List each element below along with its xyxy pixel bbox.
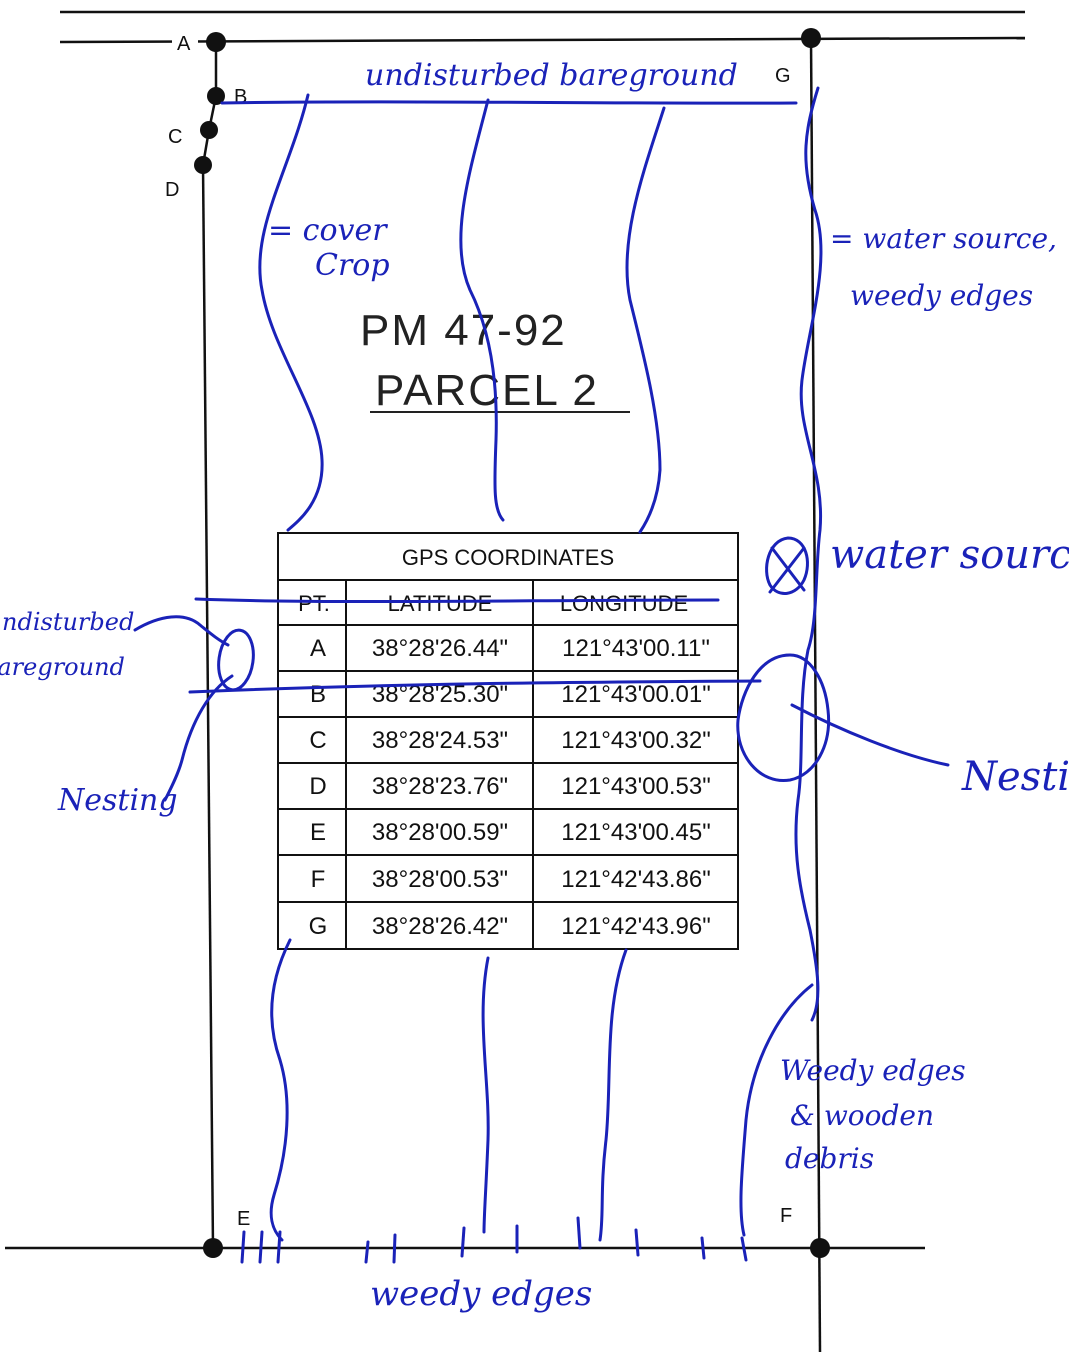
water-edge-line <box>794 86 823 1022</box>
water-source-symbol-circle <box>765 536 809 595</box>
point-b-marker <box>207 87 225 105</box>
row-b-lon: 121°43'00.01" <box>561 681 711 708</box>
nesting-left-arrow <box>163 674 234 802</box>
weed-tick <box>392 1233 397 1264</box>
top-bareground-line <box>220 100 798 105</box>
debris-note-line2: & wooden <box>790 1099 934 1132</box>
cover-crop-row-2 <box>459 98 505 522</box>
row-c-lat: 38°28'24.53" <box>372 727 508 754</box>
header-latitude: LATITUDE <box>388 591 493 616</box>
point-e-label: E <box>237 1208 250 1230</box>
water-edges-note-line2: weedy edges <box>850 279 1033 312</box>
row-g-lon: 121°42'43.96" <box>561 913 711 940</box>
debris-note-line3: debris <box>785 1142 874 1175</box>
row-a-pt: A <box>310 635 326 662</box>
left-bareground-note-line1: ndisturbed <box>2 608 134 636</box>
cover-crop-row-1 <box>258 93 324 532</box>
header-longitude: LONGITUDE <box>560 591 688 616</box>
ink-markings <box>133 86 950 1264</box>
table-row-b-strike <box>188 679 762 694</box>
row-g-pt: G <box>309 913 328 940</box>
row-a-lat: 38°28'26.44" <box>372 635 508 662</box>
water-source-symbol-x <box>768 546 806 594</box>
row-c-pt: C <box>309 727 326 754</box>
nesting-right-arrow <box>790 703 950 767</box>
cover-crop-row-3 <box>625 106 666 534</box>
top-road-line <box>59 36 1026 44</box>
debris-arrow <box>739 983 814 1237</box>
point-d-marker <box>194 156 212 174</box>
row-f-pt: F <box>311 866 326 893</box>
row-b-pt: B <box>310 681 326 708</box>
weed-tick <box>240 1230 246 1264</box>
lower-row-1 <box>269 938 292 1242</box>
nesting-left-note: Nesting <box>57 783 178 818</box>
row-f-lat: 38°28'00.53" <box>372 866 508 893</box>
row-g-lat: 38°28'26.42" <box>372 913 508 940</box>
point-f-marker <box>810 1238 830 1258</box>
point-a-label: A <box>177 33 191 55</box>
bottom-weedy-note: weedy edges <box>370 1274 592 1314</box>
west-boundary <box>201 164 215 1249</box>
water-source-note: water sourc <box>830 532 1069 578</box>
gps-coordinates-table: GPS COORDINATES PT. LATITUDE LONGITUDE A… <box>277 532 739 950</box>
nesting-left-marker <box>217 628 255 692</box>
point-a-marker <box>206 32 226 52</box>
point-g-marker <box>801 28 821 48</box>
lower-row-3 <box>598 948 628 1242</box>
debris-note-line1: Weedy edges <box>780 1054 966 1087</box>
cover-crop-note-line1: = cover <box>268 213 388 248</box>
weed-tick <box>740 1236 748 1262</box>
lower-row-2 <box>481 956 490 1234</box>
northwest-boundary <box>201 42 218 166</box>
point-b-label: B <box>234 86 247 108</box>
weedy-edge-ticks <box>240 1216 748 1264</box>
row-e-lon: 121°43'00.45" <box>561 819 711 846</box>
top-bareground-note: undisturbed bareground <box>365 58 738 93</box>
weed-tick <box>700 1236 706 1260</box>
weed-tick <box>460 1226 466 1258</box>
weed-tick <box>276 1230 282 1264</box>
table-header-strike <box>194 597 720 604</box>
weed-tick <box>576 1216 582 1250</box>
left-bareground-arrow <box>133 615 230 647</box>
point-markers <box>194 28 830 1258</box>
point-c-label: C <box>168 126 182 148</box>
water-edges-note-line1: = water source, <box>830 222 1057 255</box>
nesting-right-note: Nestin <box>961 754 1069 800</box>
row-d-lon: 121°43'00.53" <box>561 773 711 800</box>
point-c-marker <box>200 121 218 139</box>
point-g-label: G <box>775 65 791 87</box>
point-f-label: F <box>780 1205 792 1227</box>
row-e-pt: E <box>310 819 326 846</box>
point-a-label-bg <box>172 32 198 54</box>
row-d-lat: 38°28'23.76" <box>372 773 508 800</box>
nesting-right-marker <box>736 653 831 783</box>
parcel-map-title: PM 47-92 <box>360 306 567 355</box>
point-d-label: D <box>165 179 179 201</box>
weed-tick <box>364 1240 370 1264</box>
point-e-marker <box>203 1238 223 1258</box>
east-boundary <box>809 37 822 1352</box>
row-c-lon: 121°43'00.32" <box>561 727 711 754</box>
table-title: GPS COORDINATES <box>402 545 614 570</box>
parcel-name: PARCEL 2 <box>375 366 599 415</box>
left-bareground-note-line2: bareground <box>0 653 125 681</box>
row-f-lon: 121°42'43.86" <box>561 866 711 893</box>
cover-crop-note-line2: Crop <box>315 248 390 283</box>
weed-tick <box>258 1230 264 1264</box>
row-a-lon: 121°43'00.11" <box>562 635 710 662</box>
weed-tick <box>634 1228 640 1257</box>
row-d-pt: D <box>309 773 326 800</box>
row-e-lat: 38°28'00.59" <box>372 819 508 846</box>
header-pt: PT. <box>298 591 330 616</box>
